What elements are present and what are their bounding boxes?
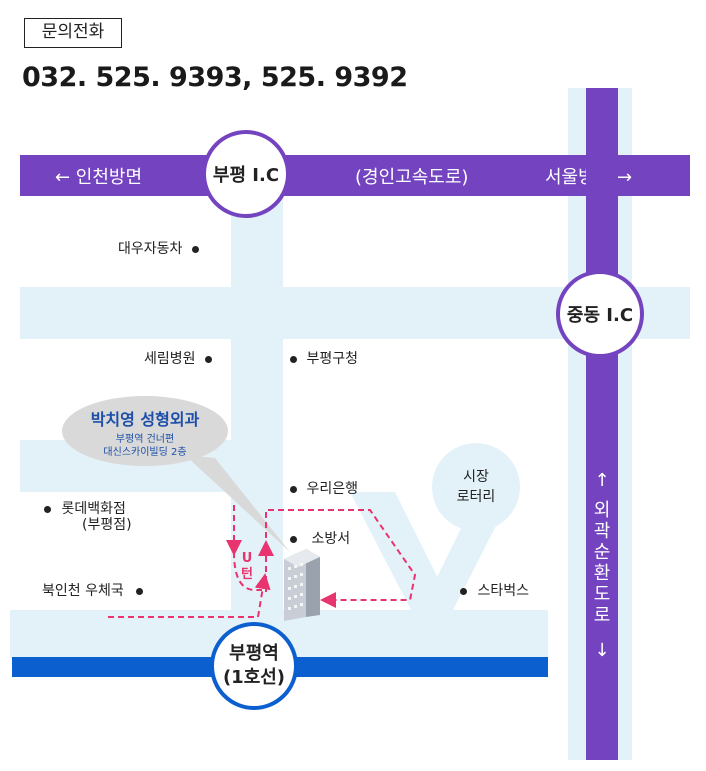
outer-ring-down-arrow: ↓: [594, 640, 610, 661]
landmark-daewoo-label: 대우자동차: [118, 241, 183, 257]
destination-name: 박치영 성형외과: [90, 410, 200, 429]
landmark-lotte-dot: [44, 505, 51, 513]
road-diagonal-left: [350, 492, 455, 612]
landmark-starbucks-dot: [460, 587, 467, 595]
landmark-lotte: 롯데백화점: [44, 498, 126, 518]
station-line: (1호선): [222, 667, 286, 688]
phone-numbers: 032. 525. 9393, 525. 9392: [22, 62, 408, 93]
outer-ring-up-arrow: ↑: [594, 470, 610, 491]
destination-line1: 부평역 건너편: [115, 434, 175, 445]
landmark-post-dot: [136, 587, 144, 595]
bupyeong-ic-label: 부평 I.C: [212, 165, 280, 186]
landmark-daewoo: 대우자동차: [118, 238, 199, 258]
landmark-woori-label: 우리은행: [306, 481, 358, 497]
landmark-daewoo-dot: [191, 245, 199, 253]
destination-line2: 대신스카이빌딩 2층: [103, 447, 187, 458]
building-icon: [284, 549, 320, 621]
landmark-post: 북인천 우체국: [42, 580, 144, 600]
outer-ring-road: [586, 88, 618, 760]
uturn-label: U턴: [241, 551, 253, 582]
rotary-line1: 시장: [463, 469, 489, 485]
rotary-line2: 로터리: [456, 489, 496, 505]
station-name: 부평역: [229, 643, 279, 664]
route-uturn-loop: [233, 551, 262, 591]
road-diagonal-right: [420, 510, 500, 612]
landmark-fire-dot: [290, 535, 297, 543]
jungdong-ic-marker: 중동 I.C: [556, 270, 644, 358]
landmark-lotte-branch: (부평점): [82, 517, 132, 533]
landmark-lotte-label: 롯데백화점: [61, 501, 126, 517]
landmark-gucheong-dot: [290, 355, 297, 363]
landmark-gucheong-label: 부평구청: [306, 351, 358, 367]
route-bottom-approach: [108, 573, 271, 618]
landmark-starbucks: 스타벅스: [460, 580, 529, 600]
highway-center-label: (경인고속도로): [355, 167, 469, 188]
landmark-fire-label: 소방서: [311, 531, 351, 547]
landmark-woori: 우리은행: [290, 478, 358, 498]
landmark-serim-dot: [204, 355, 212, 363]
landmark-serim-label: 세림병원: [144, 351, 196, 367]
destination-callout: 박치영 성형외과 부평역 건너편 대신스카이빌딩 2층: [62, 396, 228, 466]
route-top-loop: [265, 509, 417, 608]
bupyeong-station-marker: 부평역 (1호선): [210, 622, 298, 710]
landmark-fire: 소방서: [290, 528, 350, 548]
landmark-starbucks-label: 스타벅스: [477, 583, 529, 599]
contact-label: 문의전화: [24, 18, 122, 48]
bupyeong-ic-marker: 부평 I.C: [202, 130, 290, 218]
landmark-serim: 세림병원: [144, 348, 212, 368]
landmark-woori-dot: [290, 485, 297, 493]
gyeongin-expressway: [20, 155, 690, 196]
landmark-post-label: 북인천 우체국: [42, 583, 124, 599]
jungdong-ic-label: 중동 I.C: [566, 305, 634, 326]
landmark-gucheong: 부평구청: [290, 348, 358, 368]
market-rotary: 시장 로터리: [432, 443, 520, 531]
outer-ring-label: 외곽순환도로: [593, 500, 611, 626]
highway-west-label: ← 인천방면: [55, 167, 143, 188]
